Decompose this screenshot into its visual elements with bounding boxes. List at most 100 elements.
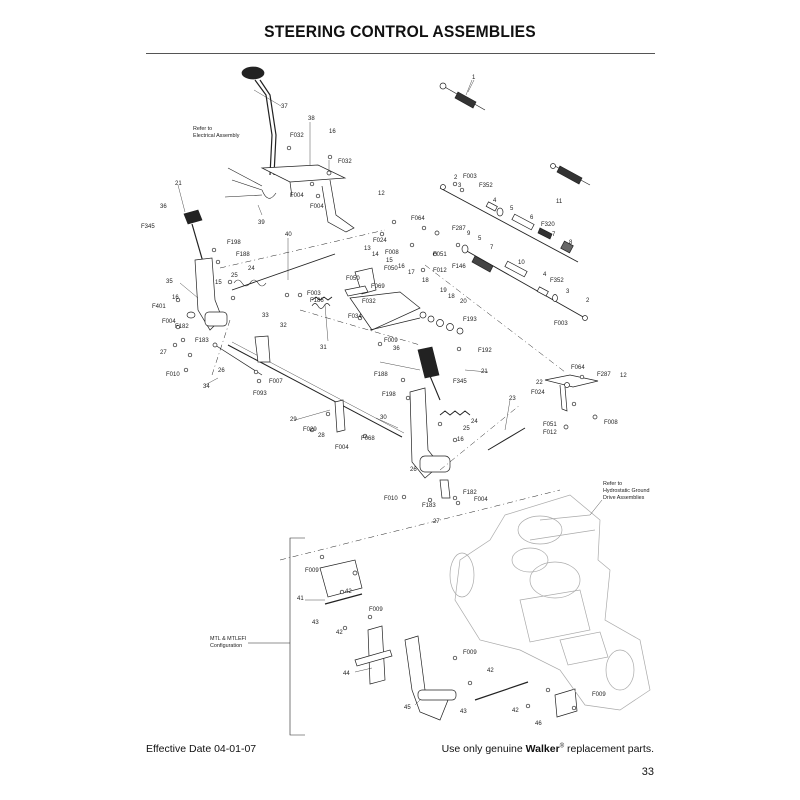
callout: 28	[318, 433, 325, 439]
callout: 42	[336, 630, 343, 636]
callout: F064	[411, 216, 425, 222]
callout: F004	[310, 204, 324, 210]
note-hydro-2: Hydrostatic Ground	[603, 488, 649, 494]
callout: 10	[518, 260, 525, 266]
callout: 12	[378, 191, 385, 197]
callout: 4	[543, 272, 547, 278]
callout: 38	[308, 116, 315, 122]
part-1-turnbuckle	[439, 79, 486, 111]
callout: 5	[510, 206, 514, 212]
callout: F010	[384, 496, 398, 502]
note-mtl-2: Configuration	[210, 643, 242, 649]
center-bracket-assembly	[344, 267, 464, 335]
callout: F188	[236, 252, 250, 258]
callout: F032	[290, 133, 304, 139]
callout: 42	[487, 668, 494, 674]
callout: F182	[463, 490, 477, 496]
callout: F003	[307, 291, 321, 297]
title-rule	[146, 53, 655, 54]
callout: 23	[509, 396, 516, 402]
part-11-spring-rod	[550, 163, 591, 186]
part-39-wire	[224, 167, 277, 199]
callout: F093	[253, 391, 267, 397]
hydrostatic-drive-sketch	[449, 494, 651, 711]
callout: 3	[458, 183, 462, 189]
callout: 33	[262, 313, 269, 319]
callout: 12	[620, 373, 627, 379]
callout: F004	[290, 193, 304, 199]
callout: 16	[457, 437, 464, 443]
callout: 27	[160, 350, 167, 356]
callout: 2	[586, 298, 590, 304]
replacement-parts-tagline: Use only genuine Walker® replacement par…	[442, 743, 654, 755]
part-41-mount-plate	[319, 559, 363, 598]
callout: 17	[408, 270, 415, 276]
part-23-rod	[487, 427, 526, 451]
callout: 21	[175, 181, 182, 187]
part-37-steering-lever	[241, 66, 277, 176]
callout: F029	[303, 427, 317, 433]
callout: F401	[152, 304, 166, 310]
callout: 45	[404, 705, 411, 711]
callout: 37	[281, 104, 288, 110]
callout: 42	[512, 708, 519, 714]
callout: 24	[248, 266, 255, 272]
callout: F198	[382, 392, 396, 398]
callout: 22	[536, 380, 543, 386]
callout: F012	[543, 430, 557, 436]
part-36-grip-right	[417, 346, 441, 401]
callout: F183	[422, 503, 436, 509]
brand-name: Walker	[525, 743, 560, 755]
callout: 44	[343, 671, 350, 677]
note-hydro-3: Drive Assemblies	[603, 495, 645, 501]
tagline-suffix: replacement parts.	[564, 743, 654, 755]
callout: 19	[440, 288, 447, 294]
upper-tie-rod-assembly	[439, 184, 579, 263]
hardware-items	[172, 145, 598, 711]
callout: 25	[463, 426, 470, 432]
part-43-rods-mtl	[324, 593, 529, 701]
part-45-lever	[404, 635, 457, 721]
callout: F008	[604, 420, 618, 426]
callout: F007	[269, 379, 283, 385]
callout: 15	[215, 280, 222, 286]
callout: F192	[478, 348, 492, 354]
notes: Refer to Electrical Assembly Refer to Hy…	[193, 126, 649, 649]
note-electrical-2: Electrical Assembly	[193, 133, 240, 139]
registered-mark: ®	[559, 743, 565, 750]
callout: 36	[393, 346, 400, 352]
callout: F024	[373, 238, 387, 244]
callout: F069	[371, 284, 385, 290]
callout: 31	[320, 345, 327, 351]
callout: F352	[550, 278, 564, 284]
effective-date: Effective Date 04-01-07	[146, 743, 257, 755]
callout: 5	[478, 236, 482, 242]
callout: 43	[312, 620, 319, 626]
callout: F287	[452, 226, 466, 232]
lower-tie-rod-assembly	[461, 244, 588, 321]
callout: 34	[203, 384, 210, 390]
callout: F009	[305, 568, 319, 574]
callout: 7	[552, 232, 556, 238]
callout: 13	[364, 246, 371, 252]
callout: 25	[231, 273, 238, 279]
part-31-spring	[311, 296, 333, 309]
callout: F320	[541, 222, 555, 228]
callout: F345	[453, 379, 467, 385]
callout: F032	[362, 299, 376, 305]
part-24-spring-right	[439, 410, 471, 416]
callout: 43	[460, 709, 467, 715]
callout: F009	[384, 338, 398, 344]
callout: 36	[160, 204, 167, 210]
callout: F024	[531, 390, 545, 396]
callout: 2	[454, 175, 458, 181]
callout: F193	[463, 317, 477, 323]
callout: 3	[566, 289, 570, 295]
callout: F004	[474, 497, 488, 503]
callout: 6	[530, 215, 534, 221]
callout: 16	[398, 264, 405, 270]
callout: F050	[346, 276, 360, 282]
callout: F186	[310, 298, 324, 304]
leader-lines	[177, 79, 603, 706]
